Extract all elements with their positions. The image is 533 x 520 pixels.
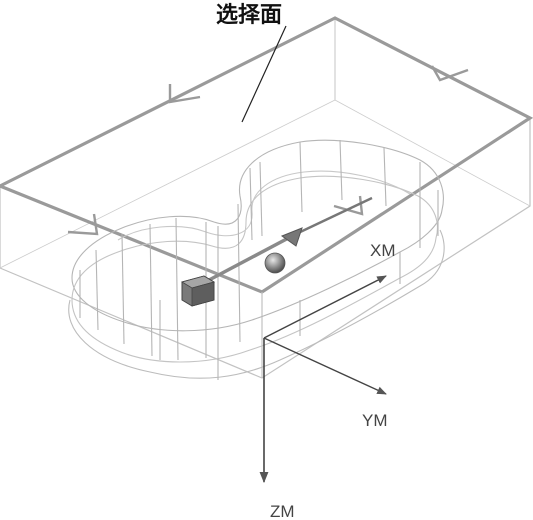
ym-axis-label: YM (362, 411, 388, 430)
edge-mark-3 (67, 213, 99, 236)
wall-line (299, 141, 303, 213)
zm-axis-label: ZM (270, 502, 295, 520)
drag-handle-cube-icon[interactable] (180, 275, 216, 307)
part-top-outline (71, 139, 444, 332)
selected-top-face[interactable] (0, 16, 533, 294)
wall-line (121, 233, 125, 345)
edge-mark-4 (333, 195, 364, 216)
wall-line (149, 223, 153, 357)
edge-direction-marks (67, 65, 469, 236)
wall-line (339, 139, 343, 201)
drag-handle-shaft-outer (295, 196, 373, 236)
drag-handle[interactable] (180, 196, 373, 307)
part-wireframe (68, 139, 445, 380)
drag-handle-cone-icon[interactable] (280, 227, 303, 247)
xm-axis-label: XM (370, 241, 396, 260)
ym-axis-line (263, 337, 387, 395)
callout: 选择面 (216, 2, 287, 123)
work-coordinate-system (259, 275, 387, 484)
edge-mark-2 (430, 65, 469, 82)
part-bottom-outline (71, 175, 438, 363)
xm-axis-line (263, 275, 387, 339)
callout-leader-line (241, 25, 287, 123)
bounding-box (0, 16, 533, 379)
edge-mark-1 (168, 84, 201, 104)
drag-handle-ball-icon[interactable] (264, 252, 286, 274)
wall-line (383, 147, 387, 207)
callout-label: 选择面 (216, 2, 282, 28)
part-floor-outline (68, 229, 445, 379)
drag-handle-shaft (193, 232, 297, 290)
wall-line (175, 217, 179, 361)
wall-line (259, 161, 263, 237)
wall-line (249, 167, 253, 241)
wall-line (95, 249, 99, 331)
bounding-box-inner-edge-2 (334, 99, 531, 207)
wall-line (237, 203, 241, 343)
part-inner-contour (117, 170, 411, 241)
bounding-box-inner-edge (0, 99, 336, 269)
